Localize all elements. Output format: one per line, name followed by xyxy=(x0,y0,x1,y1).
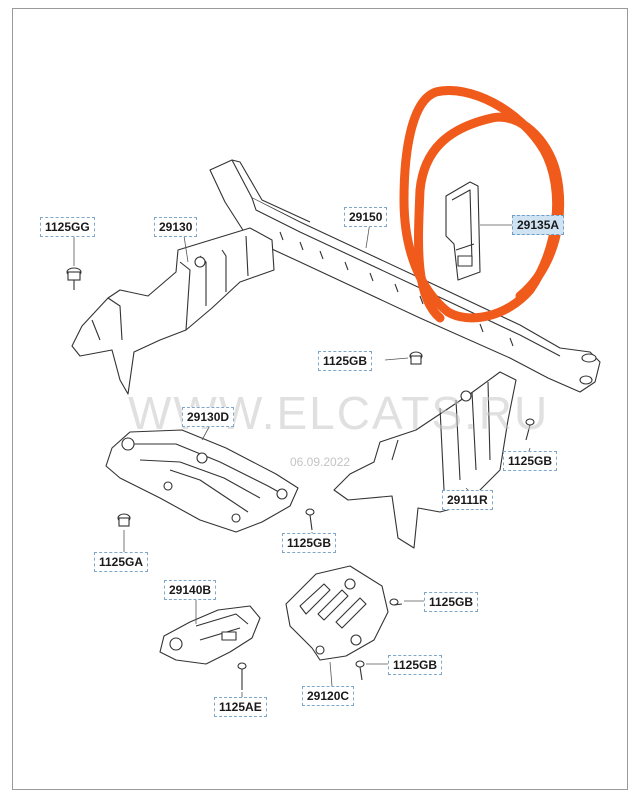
bolt-1125GB-bottom1 xyxy=(389,598,403,606)
callout-1125GA[interactable]: 1125GA xyxy=(94,552,149,572)
callout-1125GG[interactable]: 1125GG xyxy=(40,217,95,237)
bolt-1125GB-center xyxy=(409,351,423,365)
cover-29120C xyxy=(285,565,389,661)
bolt-1125GB-lower xyxy=(305,508,315,531)
callout-29135A[interactable]: 29135A xyxy=(512,215,565,235)
highlight-circle xyxy=(399,86,565,323)
diagram-frame xyxy=(12,8,628,790)
bracket-29135A xyxy=(445,181,481,281)
callout-1125GB-lower[interactable]: 1125GB xyxy=(282,533,337,553)
bolt-1125AE xyxy=(237,662,247,690)
bolt-1125GB-right xyxy=(525,418,535,441)
callout-29130[interactable]: 29130 xyxy=(154,217,198,237)
bolt-1125GG xyxy=(66,267,82,290)
callout-1125GB-bottom1[interactable]: 1125GB xyxy=(424,592,479,612)
cover-29140B xyxy=(159,605,261,665)
under-cover-29130D xyxy=(105,429,299,533)
side-cover-29111R xyxy=(333,371,517,549)
callout-29111R[interactable]: 29111R xyxy=(442,490,493,510)
callout-29150[interactable]: 29150 xyxy=(344,207,388,227)
bolt-1125GA xyxy=(117,513,131,527)
callout-1125GB-right[interactable]: 1125GB xyxy=(503,451,558,471)
callout-29130D[interactable]: 29130D xyxy=(182,407,235,427)
callout-29120C[interactable]: 29120C xyxy=(302,686,355,706)
callout-29140B[interactable]: 29140B xyxy=(164,580,217,600)
fasteners xyxy=(66,267,535,690)
callout-1125GB-center[interactable]: 1125GB xyxy=(318,351,373,371)
callout-1125GB-bottom2[interactable]: 1125GB xyxy=(388,655,443,675)
side-cover-29130 xyxy=(71,227,275,395)
callout-1125AE[interactable]: 1125AE xyxy=(214,697,267,717)
bolt-1125GB-bottom2 xyxy=(355,660,365,681)
watermark-date: 06.09.2022 xyxy=(290,455,351,469)
